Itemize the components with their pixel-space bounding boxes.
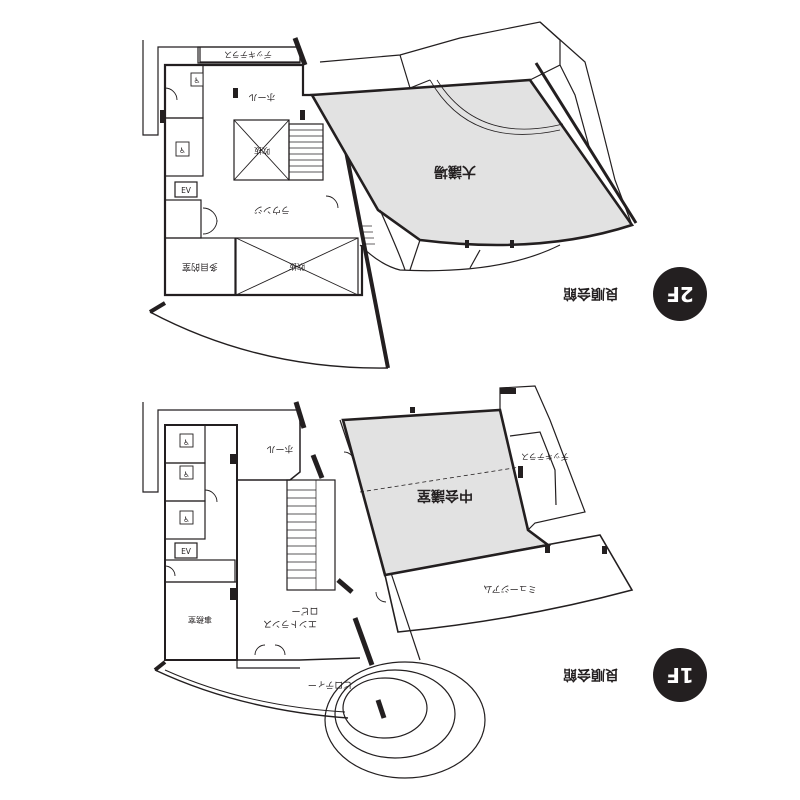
floor-2-door — [202, 207, 218, 223]
floor-2-door — [202, 219, 218, 235]
floor-1-toilet-icon-1 — [179, 433, 194, 448]
floor-2-stair-well-lower-label: 吹抜 — [289, 262, 305, 272]
wheelchair-icon: ♿ — [183, 470, 190, 479]
floor-1-piloti-label: ピロティー — [308, 679, 352, 690]
floor-2-elevator — [174, 181, 198, 198]
floor-2-door — [325, 195, 339, 209]
floor-2-multipurpose-room — [164, 237, 236, 296]
floor-1-badge — [653, 648, 707, 702]
toilet-icon: ♿ — [183, 515, 190, 524]
floor-2-plan: デッキテラス ♿ ♿ EV 多目的室 吹抜 — [142, 21, 707, 369]
floor-1-toilet-icon-2 — [179, 510, 194, 525]
floor-1-mid-hall-label: 中会議室 — [417, 487, 473, 504]
floor-1-deck-terrace-label: デッキテラス — [521, 452, 569, 462]
floor-1-lobby-label: ロビー — [291, 605, 318, 616]
floor-2-door — [164, 87, 178, 101]
floor-2-badge-label: 2F — [666, 282, 694, 306]
floor-1-office-label: 事務室 — [188, 615, 212, 625]
floor-2-stairs — [288, 123, 324, 181]
floor-2-badge — [653, 267, 707, 321]
toilet-icon: ♿ — [194, 76, 201, 85]
floor-2-building-name: 良順会館 — [563, 285, 619, 302]
floor-2-main-hall — [309, 78, 635, 247]
floor-2-main-hall-label: 大議場 — [434, 163, 476, 180]
floor-1-elevator — [174, 542, 198, 559]
floor-2-service-strip — [142, 40, 301, 136]
floor-1-hall-foyer-label: ホール — [266, 443, 293, 454]
floor-1-building-name: 良順会館 — [563, 666, 619, 683]
floor-1-badge-label: 1F — [666, 663, 694, 687]
floor-1-mid-hall — [341, 408, 552, 577]
floor-2-multipurpose-label: 多目的室 — [182, 261, 218, 273]
floor-1-entrance-label: エントランス — [263, 618, 317, 629]
floor-1-accessible-icon — [179, 465, 194, 480]
floor-2-hall-foyer-label: ホール — [248, 91, 275, 102]
floor-1-plan: ♿ ♿ ♿ EV 事務室 ホール エントランス ロビー ピロティ — [142, 385, 707, 779]
floor-1-office — [164, 581, 238, 661]
floor-2-toilet-icon-upper — [190, 72, 204, 87]
floor-2-stair-well-upper-label: 吹抜 — [254, 146, 270, 156]
floor-2-restroom-lower — [164, 117, 204, 177]
floor-2-stair-well-lower — [235, 237, 359, 296]
floor-1-ev-label: EV — [181, 547, 192, 556]
toilet-icon: ♿ — [179, 146, 186, 155]
floor-2-toilet-icon-lower — [175, 141, 190, 157]
floor-2-lounge-label: ラウンジ — [254, 204, 290, 215]
floor-2-storage — [164, 199, 202, 239]
floor-1-museum-label: ミュージアム — [483, 583, 536, 594]
toilet-icon: ♿ — [183, 438, 190, 447]
floor-2-deck-terrace-label: デッキテラス — [224, 50, 272, 60]
floor-1-stairs — [286, 479, 336, 591]
floor-2-ev-label: EV — [181, 186, 192, 195]
